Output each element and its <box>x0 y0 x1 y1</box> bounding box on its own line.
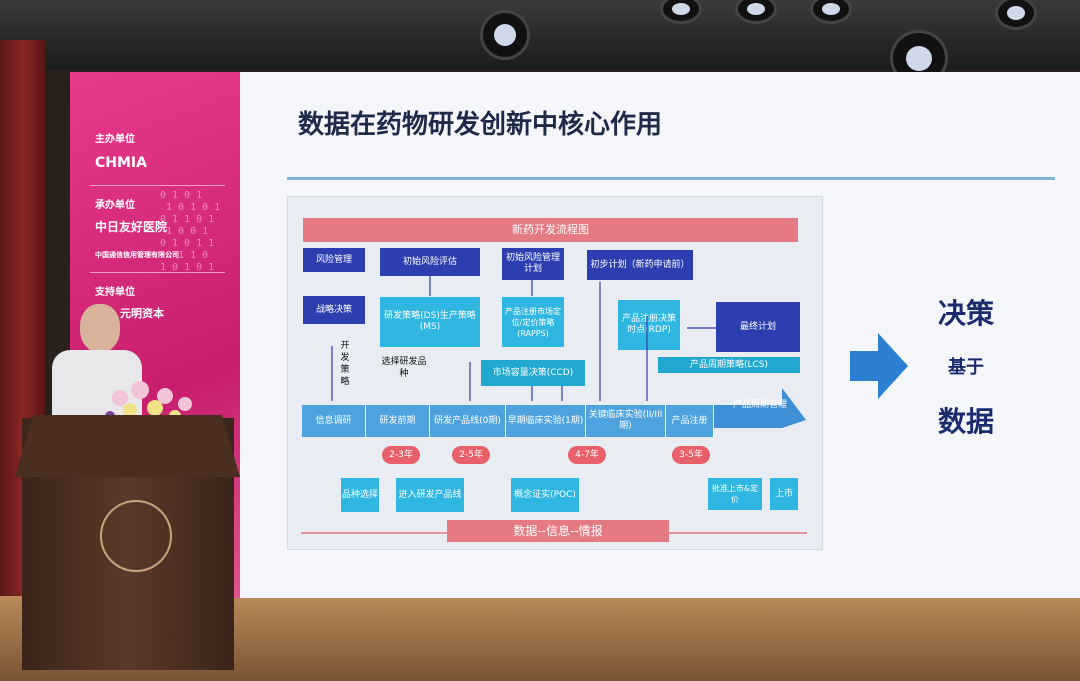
strategy-decision-box: 战略决策 <box>303 296 365 324</box>
stage-spotlight <box>735 0 777 24</box>
stage-info-research: 信息调研 <box>302 405 366 437</box>
approval-box: 批准上市&定价 <box>708 478 762 510</box>
support-logo: 元明资本 <box>120 307 164 320</box>
stage-rd-pipeline: 研发产品线(0期) <box>430 405 506 437</box>
stage-lifecycle: 产品周期管理 <box>732 400 787 410</box>
flowchart-title-bar: 新药开发流程图 <box>303 218 798 242</box>
host-label: 主办单位 <box>95 134 135 145</box>
stage-key-clinical: 关键临床实验(II/III期) <box>586 405 666 437</box>
organizer-logo-1: 中日友好医院 <box>95 220 168 234</box>
initial-plan-box: 初步计划（新药申请前） <box>587 250 693 280</box>
launch-box: 上市 <box>770 478 798 510</box>
organizer-logo-2: 中国通信信用管理有限公司 <box>95 251 179 259</box>
rd-strategy-box: 研发策略(DS)生产策略(MS) <box>380 297 480 347</box>
stage-spotlight <box>480 10 530 60</box>
variety-select-box: 品种选择 <box>341 478 379 512</box>
lifecycle-arrows <box>714 388 806 428</box>
support-label: 支持单位 <box>95 287 135 298</box>
podium-logo <box>100 500 172 572</box>
duration-pill: 2-3年 <box>382 446 420 464</box>
select-variety-note: 选择研发品种 <box>381 357 427 379</box>
host-logo: CHMIA <box>95 155 147 171</box>
risk-management-box: 风险管理 <box>303 248 365 272</box>
duration-pill: 2-5年 <box>452 446 490 464</box>
stage-registration: 产品注册 <box>666 405 714 437</box>
dev-strategy-note: 开发策略 <box>340 341 350 387</box>
poc-box: 概念证实(POC) <box>511 478 579 512</box>
stage-pre-rd: 研发前期 <box>366 405 430 437</box>
podium-top <box>15 415 240 477</box>
lcs-box: 产品周期策略(LCS) <box>658 357 800 373</box>
speaker-head <box>80 304 120 352</box>
duration-pill: 3-5年 <box>672 446 710 464</box>
sidebar-divider <box>90 185 225 186</box>
initial-risk-eval-box: 初始风险评估 <box>380 248 480 276</box>
stage-early-clinical: 早期临床实验(1期) <box>506 405 586 437</box>
stage-spotlight <box>995 0 1037 30</box>
duration-pill: 4-7年 <box>568 446 606 464</box>
binary-decoration: 0 1 0 1 1 0 1 0 1 0 1 1 0 1 1 0 0 1 0 1 … <box>160 190 221 273</box>
rdp-box: 产品注册决策时点(RDP) <box>618 300 680 350</box>
rapps-box: 产品注册市场定位/定价策略(RAPPS) <box>502 297 564 347</box>
data-info-intel-bar: 数据--信息--情报 <box>447 520 669 542</box>
conclusion-word-decision: 决策 <box>937 297 994 330</box>
stage-spotlight <box>810 0 852 24</box>
enter-pipeline-box: 进入研发产品线 <box>396 478 464 512</box>
initial-risk-plan-box: 初始风险管理计划 <box>502 248 564 280</box>
final-plan-box: 最终计划 <box>716 302 800 352</box>
title-rule <box>287 177 1055 180</box>
conclusion-word-based-on: 基于 <box>948 357 984 378</box>
organizer-label: 承办单位 <box>95 200 135 211</box>
right-arrow-icon <box>850 333 908 399</box>
ccd-box: 市场容量决策(CCD) <box>481 360 585 386</box>
sidebar-divider <box>90 272 225 273</box>
stage-spotlight <box>660 0 702 24</box>
conclusion-word-data: 数据 <box>937 405 994 438</box>
slide-title: 数据在药物研发创新中核心作用 <box>298 110 663 140</box>
